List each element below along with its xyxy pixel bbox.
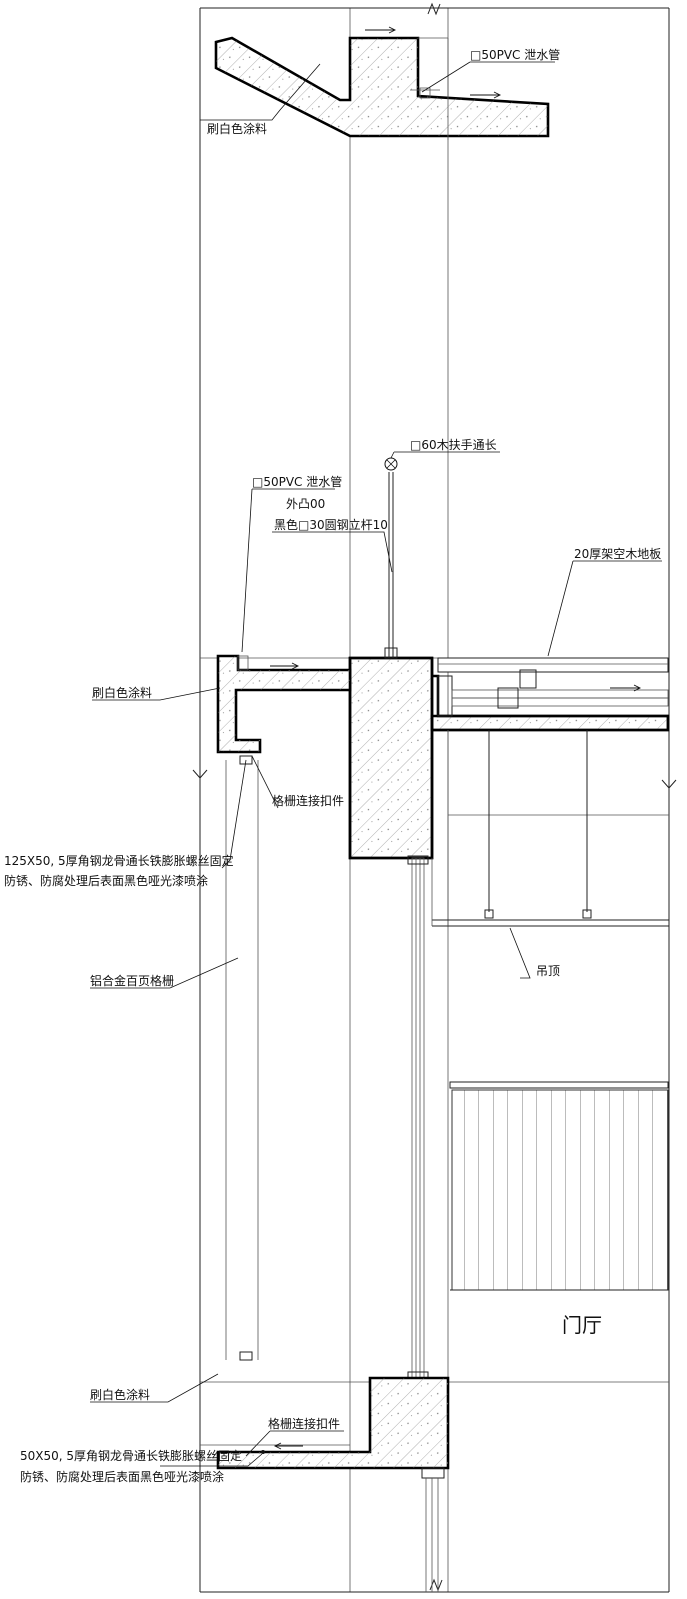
glazing-and-louver: [225, 755, 669, 1381]
label-paint-top: 刷白色涂料: [207, 121, 267, 136]
label-angle-steel-2-line1: 50X50, 5厚角钢龙骨通长铁膨胀螺丝固定: [20, 1448, 242, 1463]
label-outer-100: 外凸00: [286, 497, 325, 511]
annotations: □50PVC 泄水管 刷白色涂料 □60木扶手通长 □50PVC 泄水管 外凸0…: [4, 47, 661, 1484]
label-handrail: □60木扶手通长: [410, 437, 497, 452]
label-grille-connector-2: 格栅连接扣件: [268, 1416, 340, 1431]
label-lobby: 门厅: [562, 1313, 602, 1337]
label-steel-post: 黑色□30圆钢立杆10: [274, 517, 388, 532]
label-angle-steel-1-line2: 防锈、防腐处理后表面黑色哑光漆喷涂: [4, 873, 208, 888]
bottom-ledge: [216, 1376, 450, 1592]
label-angle-steel-1-line1: 125X50, 5厚角钢龙骨通长铁膨胀螺丝固定: [4, 853, 234, 868]
label-wood-floor: 20厚架空木地板: [574, 547, 661, 561]
label-angle-steel-2-line2: 防锈、防腐处理后表面黑色哑光漆喷涂: [20, 1469, 224, 1484]
frame-lines: [192, 2, 677, 1593]
leader-lines: [90, 61, 662, 1467]
label-pvc-mid: □50PVC 泄水管: [252, 474, 342, 489]
label-paint-mid: 刷白色涂料: [92, 685, 152, 700]
label-pvc-top: □50PVC 泄水管: [470, 47, 560, 62]
label-ceiling: 吊顶: [536, 964, 560, 978]
label-louver: 铝合金百页格栅: [90, 973, 174, 988]
label-grille-connector-1: 格栅连接扣件: [272, 793, 344, 808]
middle-slab: [216, 457, 670, 927]
label-paint-bottom: 刷白色涂料: [90, 1387, 150, 1402]
